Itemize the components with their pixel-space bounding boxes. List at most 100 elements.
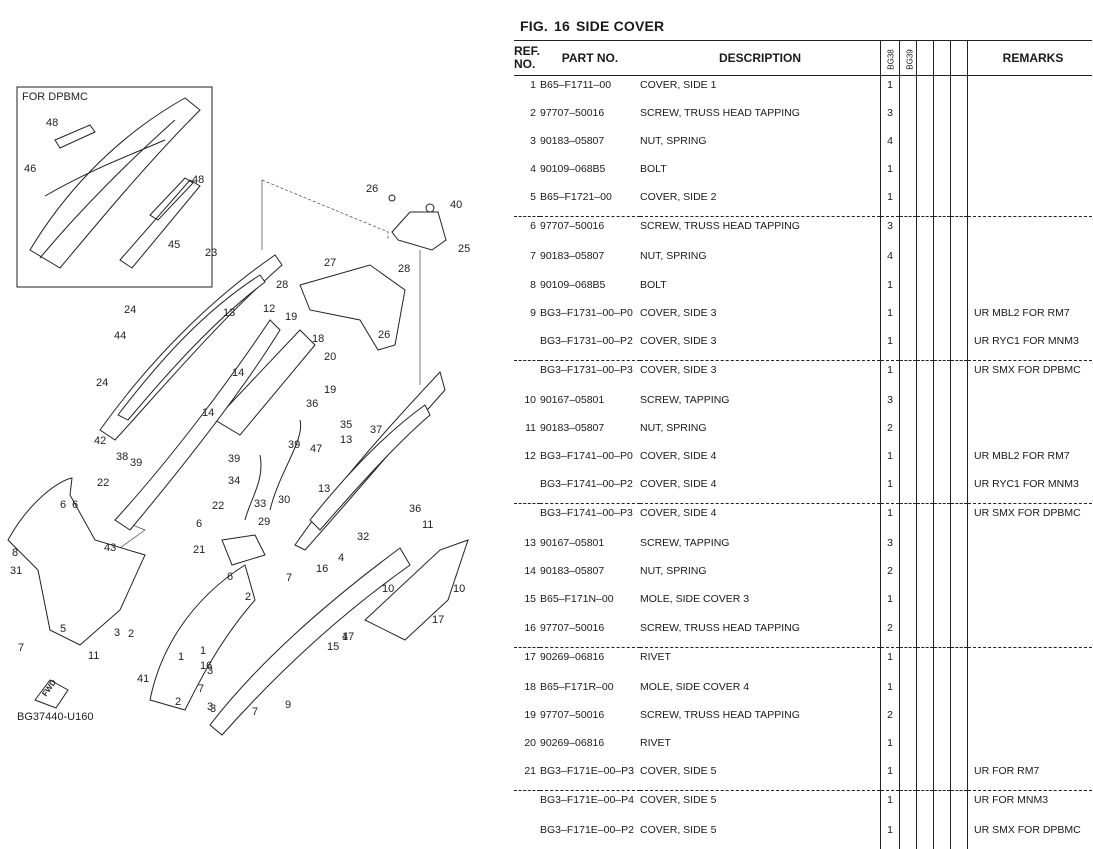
part-no-cell: 90167–05801 bbox=[540, 534, 640, 562]
description-cell: COVER, SIDE 4 bbox=[640, 475, 881, 504]
qty-cell: 1 bbox=[881, 304, 900, 332]
empty-cell bbox=[934, 678, 951, 706]
empty-cell bbox=[917, 160, 934, 188]
qty-cell: 2 bbox=[881, 419, 900, 447]
callout-16: 16 bbox=[316, 563, 328, 575]
empty-cell bbox=[951, 619, 968, 648]
empty-cell bbox=[917, 132, 934, 160]
part-no-cell: BG3–F1731–00–P3 bbox=[540, 360, 640, 391]
empty-cell bbox=[951, 790, 968, 821]
part-no-cell: 97707–50016 bbox=[540, 619, 640, 648]
qty-cell: 1 bbox=[881, 160, 900, 188]
qty-cell: 2 bbox=[881, 706, 900, 734]
diagram-code: BG37440-U160 bbox=[17, 711, 93, 723]
empty-cell bbox=[900, 647, 917, 678]
description-cell: SCREW, TRUSS HEAD TAPPING bbox=[640, 217, 881, 248]
callout-47: 47 bbox=[342, 631, 354, 643]
empty-cell bbox=[900, 475, 917, 504]
callout-43: 43 bbox=[104, 542, 116, 554]
ref-no-cell: 15 bbox=[514, 590, 540, 618]
empty-cell bbox=[951, 104, 968, 132]
empty-cell bbox=[900, 790, 917, 821]
empty-cell bbox=[900, 619, 917, 648]
remarks-cell bbox=[968, 734, 1093, 762]
remarks-cell bbox=[968, 188, 1093, 217]
qty-cell: 1 bbox=[881, 276, 900, 304]
description-cell: COVER, SIDE 3 bbox=[640, 304, 881, 332]
qty-cell: 1 bbox=[881, 447, 900, 475]
empty-cell bbox=[934, 447, 951, 475]
remarks-cell: UR SMX FOR DPBMC bbox=[968, 504, 1093, 535]
part-no-cell: 97707–50016 bbox=[540, 706, 640, 734]
description-cell: RIVET bbox=[640, 647, 881, 678]
callout-10: 10 bbox=[382, 583, 394, 595]
header-empty-2 bbox=[934, 41, 951, 76]
empty-cell bbox=[934, 304, 951, 332]
holder-part bbox=[222, 535, 265, 565]
part-no-cell: 90269–06816 bbox=[540, 647, 640, 678]
description-cell: SCREW, TAPPING bbox=[640, 391, 881, 419]
empty-cell bbox=[917, 76, 934, 105]
qty-cell: 2 bbox=[881, 619, 900, 648]
empty-cell bbox=[951, 762, 968, 791]
callout-12: 12 bbox=[263, 303, 275, 315]
empty-cell bbox=[900, 276, 917, 304]
empty-cell bbox=[951, 590, 968, 618]
empty-cell bbox=[951, 419, 968, 447]
empty-cell bbox=[917, 360, 934, 391]
empty-cell bbox=[951, 160, 968, 188]
empty-cell bbox=[900, 132, 917, 160]
empty-cell bbox=[917, 247, 934, 275]
remarks-cell bbox=[968, 562, 1093, 590]
part-no-cell: 97707–50016 bbox=[540, 104, 640, 132]
empty-cell bbox=[917, 790, 934, 821]
remarks-cell bbox=[968, 217, 1093, 248]
callout-7: 7 bbox=[286, 572, 292, 584]
part-no-cell: 90109–068B5 bbox=[540, 276, 640, 304]
callout-24: 24 bbox=[124, 304, 136, 316]
empty-cell bbox=[900, 762, 917, 791]
empty-cell bbox=[900, 304, 917, 332]
callout-42: 42 bbox=[94, 435, 106, 447]
empty-cell bbox=[951, 821, 968, 849]
empty-cell bbox=[934, 160, 951, 188]
header-ref-line1: REF. bbox=[514, 44, 540, 58]
qty-cell: 1 bbox=[881, 475, 900, 504]
part-no-cell: 90183–05807 bbox=[540, 419, 640, 447]
ref-no-cell: 13 bbox=[514, 534, 540, 562]
ref-no-cell: 17 bbox=[514, 647, 540, 678]
callout-44: 44 bbox=[114, 330, 126, 342]
empty-cell bbox=[951, 447, 968, 475]
callout-41: 41 bbox=[137, 673, 149, 685]
description-cell: COVER, SIDE 3 bbox=[640, 360, 881, 391]
description-cell: RIVET bbox=[640, 734, 881, 762]
part-no-cell: B65–F171N–00 bbox=[540, 590, 640, 618]
empty-cell bbox=[951, 562, 968, 590]
remarks-cell bbox=[968, 276, 1093, 304]
callout-36: 36 bbox=[306, 398, 318, 410]
empty-cell bbox=[900, 104, 917, 132]
callout-1: 1 bbox=[200, 645, 206, 657]
empty-cell bbox=[934, 360, 951, 391]
empty-cell bbox=[917, 104, 934, 132]
ref-no-cell: 2 bbox=[514, 104, 540, 132]
ref-no-cell: 18 bbox=[514, 678, 540, 706]
empty-cell bbox=[900, 76, 917, 105]
callout-28: 28 bbox=[398, 263, 410, 275]
part-no-cell: BG3–F1731–00–P2 bbox=[540, 332, 640, 361]
ref-no-cell: 6 bbox=[514, 217, 540, 248]
description-cell: SCREW, TRUSS HEAD TAPPING bbox=[640, 706, 881, 734]
callout-40: 40 bbox=[450, 199, 462, 211]
header-part-no: PART NO. bbox=[540, 41, 640, 76]
header-model1-text: BG38 bbox=[887, 49, 896, 69]
inset-strip bbox=[55, 125, 95, 148]
empty-cell bbox=[900, 447, 917, 475]
remarks-cell bbox=[968, 104, 1093, 132]
empty-cell bbox=[934, 419, 951, 447]
